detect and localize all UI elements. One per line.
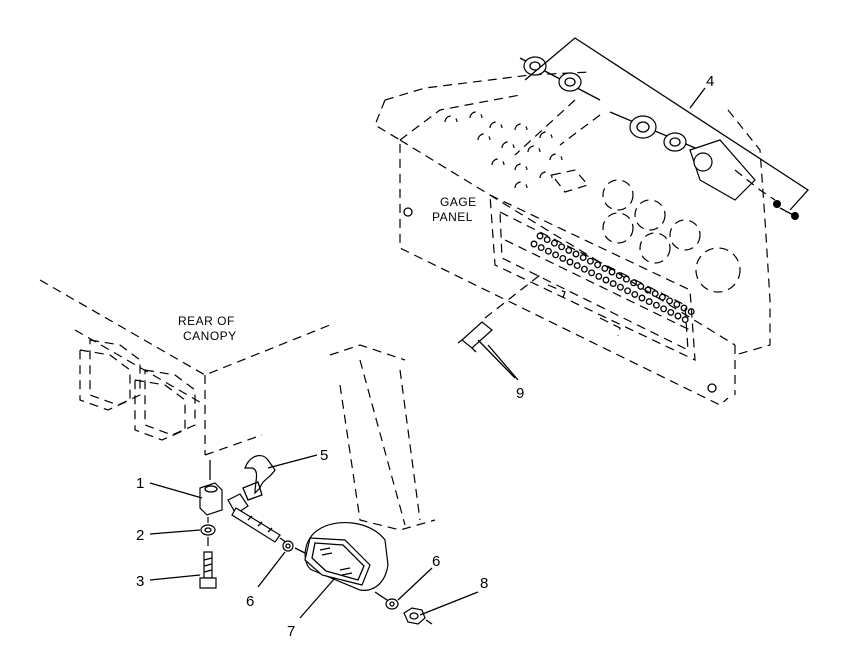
terminal-stud — [530, 240, 538, 248]
bolt-item-3 — [199, 551, 217, 589]
terminal-stud — [537, 244, 545, 252]
washer-item-6-right — [385, 598, 399, 610]
terminal-stud — [586, 257, 594, 265]
terminal-stud — [637, 282, 645, 290]
terminal-stud — [608, 268, 616, 276]
terminal-stud — [631, 290, 639, 298]
terminal-stud — [566, 258, 574, 266]
callout-2: 2 — [136, 527, 144, 544]
terminal-stud — [565, 246, 573, 254]
terminal-stud — [573, 262, 581, 270]
washer-item-6-left — [282, 540, 294, 552]
terminal-stud — [602, 276, 610, 284]
terminal-stud — [615, 272, 623, 280]
terminal-stud — [630, 279, 638, 287]
terminal-stud — [572, 250, 580, 258]
terminal-stud — [552, 251, 560, 259]
terminal-stud — [673, 300, 681, 308]
terminal-stud — [595, 272, 603, 280]
terminal-stud — [609, 280, 617, 288]
callout-5: 5 — [320, 447, 328, 464]
terminal-stud — [687, 308, 695, 316]
terminal-stud — [651, 290, 659, 298]
fuse-terminal-strip — [530, 232, 695, 324]
mounting-bracket-item-1 — [199, 482, 291, 546]
terminal-stud — [624, 287, 632, 295]
terminal-stud — [580, 265, 588, 273]
callout-3: 3 — [136, 573, 144, 590]
switch-hardware-item-4 — [514, 37, 809, 220]
nut-item-8 — [403, 607, 433, 625]
terminal-stud — [544, 247, 552, 255]
terminal-stud — [579, 254, 587, 262]
rear-of-canopy — [39, 279, 436, 531]
terminal-stud — [588, 269, 596, 277]
work-light-item-7 — [294, 522, 391, 603]
clamp-item-5 — [242, 454, 276, 501]
callout-6-left: 6 — [246, 593, 254, 610]
leader-lines — [149, 344, 519, 619]
terminal-stud — [660, 305, 668, 313]
terminal-stud — [594, 261, 602, 269]
terminal-stud — [674, 312, 682, 320]
gauge-dials — [602, 179, 741, 293]
gage-panel-caption-line1: GAGE — [440, 195, 477, 209]
switch-holes — [444, 111, 563, 189]
terminal-stud — [559, 254, 567, 262]
terminal-stud — [681, 316, 689, 324]
terminal-stud — [638, 294, 646, 302]
fuse-item-9 — [457, 274, 541, 379]
callout-1: 1 — [136, 475, 144, 492]
terminal-stud — [622, 275, 630, 283]
canopy-caption-line2: CANOPY — [183, 329, 237, 343]
terminal-stud — [645, 298, 653, 306]
callout-6-right: 6 — [432, 553, 440, 570]
gage-panel-caption-line2: PANEL — [432, 210, 473, 224]
terminal-stud — [543, 236, 551, 244]
terminal-stud — [680, 304, 688, 312]
terminal-stud — [558, 243, 566, 251]
callout-9: 9 — [516, 385, 524, 402]
terminal-stud — [666, 297, 674, 305]
gage-panel — [374, 71, 771, 406]
terminal-stud — [601, 264, 609, 272]
canopy-caption-line1: REAR OF — [178, 314, 235, 328]
terminal-stud — [536, 232, 544, 240]
callout-7: 7 — [287, 623, 295, 640]
washer-item-2 — [200, 517, 216, 550]
callout-4: 4 — [706, 73, 714, 90]
callout-8: 8 — [480, 575, 488, 592]
terminal-stud — [616, 283, 624, 291]
terminal-stud — [667, 308, 675, 316]
terminal-stud — [644, 286, 652, 294]
terminal-stud — [658, 293, 666, 301]
terminal-stud — [550, 239, 558, 247]
terminal-stud — [652, 301, 660, 309]
